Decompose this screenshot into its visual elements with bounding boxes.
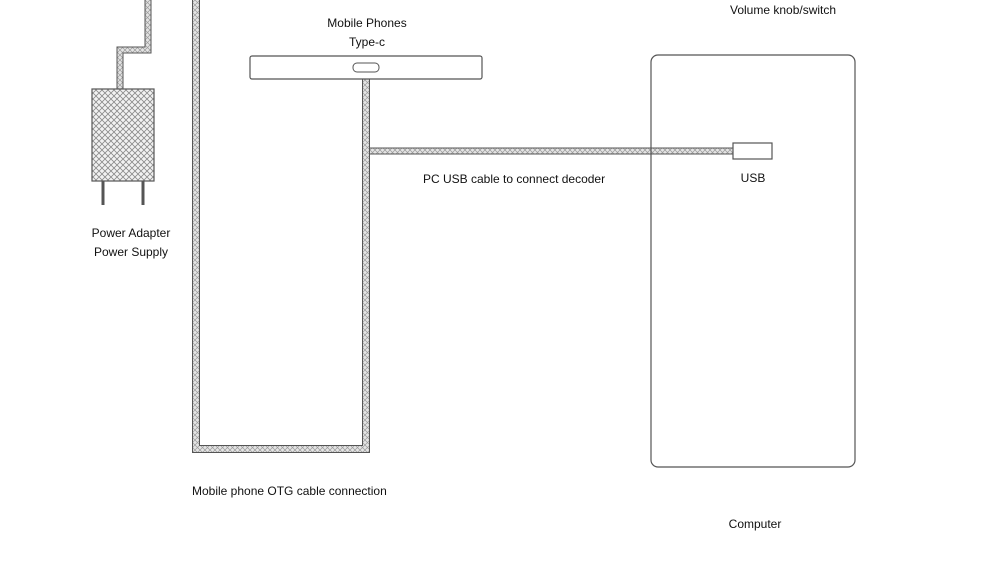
- power-adapter-cable: [116, 0, 152, 90]
- computer-icon: [650, 54, 856, 468]
- otg-label: Mobile phone OTG cable connection: [192, 484, 387, 498]
- mobile-phone-icon: [249, 55, 483, 80]
- phone-label-line2: Type-c: [348, 35, 386, 49]
- phone-label-line1: Mobile Phones: [327, 16, 407, 30]
- computer-label: Computer: [728, 517, 782, 531]
- usb-port-icon: [732, 142, 773, 160]
- volume-label: Volume knob/switch: [730, 3, 837, 17]
- power-adapter-icon: [91, 88, 155, 205]
- usb-cable-label: PC USB cable to connect decoder: [423, 172, 606, 186]
- usb-label: USB: [740, 171, 766, 185]
- power-adapter-label-line1: Power Adapter: [91, 226, 171, 240]
- otg-cable: [192, 0, 370, 453]
- power-adapter-label-line2: Power Supply: [93, 245, 169, 259]
